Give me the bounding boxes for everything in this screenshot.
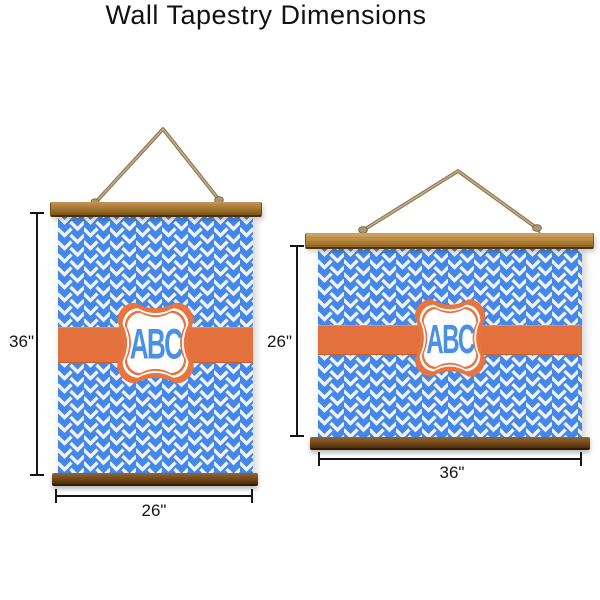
width-dimension-cap-left (55, 489, 57, 503)
height-dimension-label: 26" (267, 332, 292, 351)
width-dimension-cap-left (318, 452, 320, 466)
height-dimension-line (36, 212, 38, 476)
height-dimension-cap-bottom (30, 474, 44, 476)
top-rod (50, 202, 262, 217)
bottom-rod (52, 473, 258, 486)
page-title: Wall Tapestry Dimensions (105, 0, 427, 30)
monogram-text: ABC (130, 321, 183, 368)
height-dimension-cap-top (290, 245, 304, 247)
monogram-badge: ABC (414, 299, 486, 377)
monogram-badge: ABC (117, 302, 194, 384)
width-dimension-line (55, 495, 253, 497)
width-dimension-label: 26" (141, 501, 167, 520)
top-rod (305, 233, 594, 249)
height-dimension-line (296, 245, 298, 437)
height-dimension-label: 36" (9, 332, 34, 351)
width-dimension-line (318, 458, 582, 460)
width-dimension-label: 36" (439, 463, 465, 482)
height-dimension-cap-top (30, 212, 44, 214)
bottom-rod (310, 437, 590, 450)
height-dimension-cap-bottom (290, 435, 304, 437)
rope-landscape (358, 169, 543, 243)
width-dimension-cap-right (251, 489, 253, 503)
monogram-text: ABC (426, 318, 475, 363)
width-dimension-cap-right (580, 452, 582, 466)
